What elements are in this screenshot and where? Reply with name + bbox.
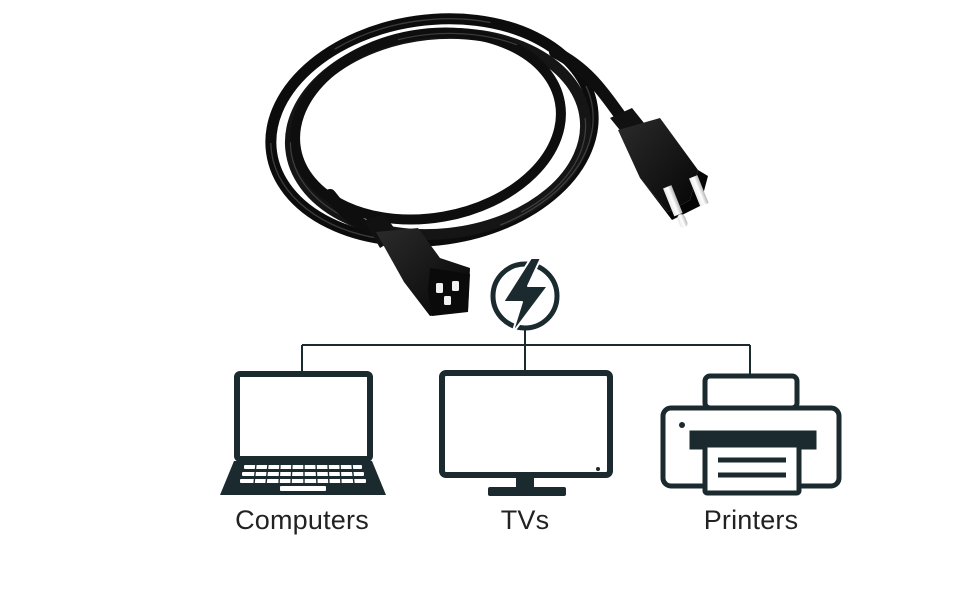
device-label-printers: Printers [703, 505, 799, 535]
female-connector [364, 214, 470, 316]
device-label-tvs: TVs [500, 505, 550, 535]
connection-lines [301, 330, 751, 374]
lightning-bolt-icon [490, 257, 560, 335]
male-plug [610, 108, 709, 228]
laptop-icon [220, 371, 386, 495]
monitor-icon [439, 370, 613, 496]
printer-icon [660, 373, 842, 496]
power-cable [265, 13, 628, 247]
device-label-computers: Computers [235, 505, 369, 535]
